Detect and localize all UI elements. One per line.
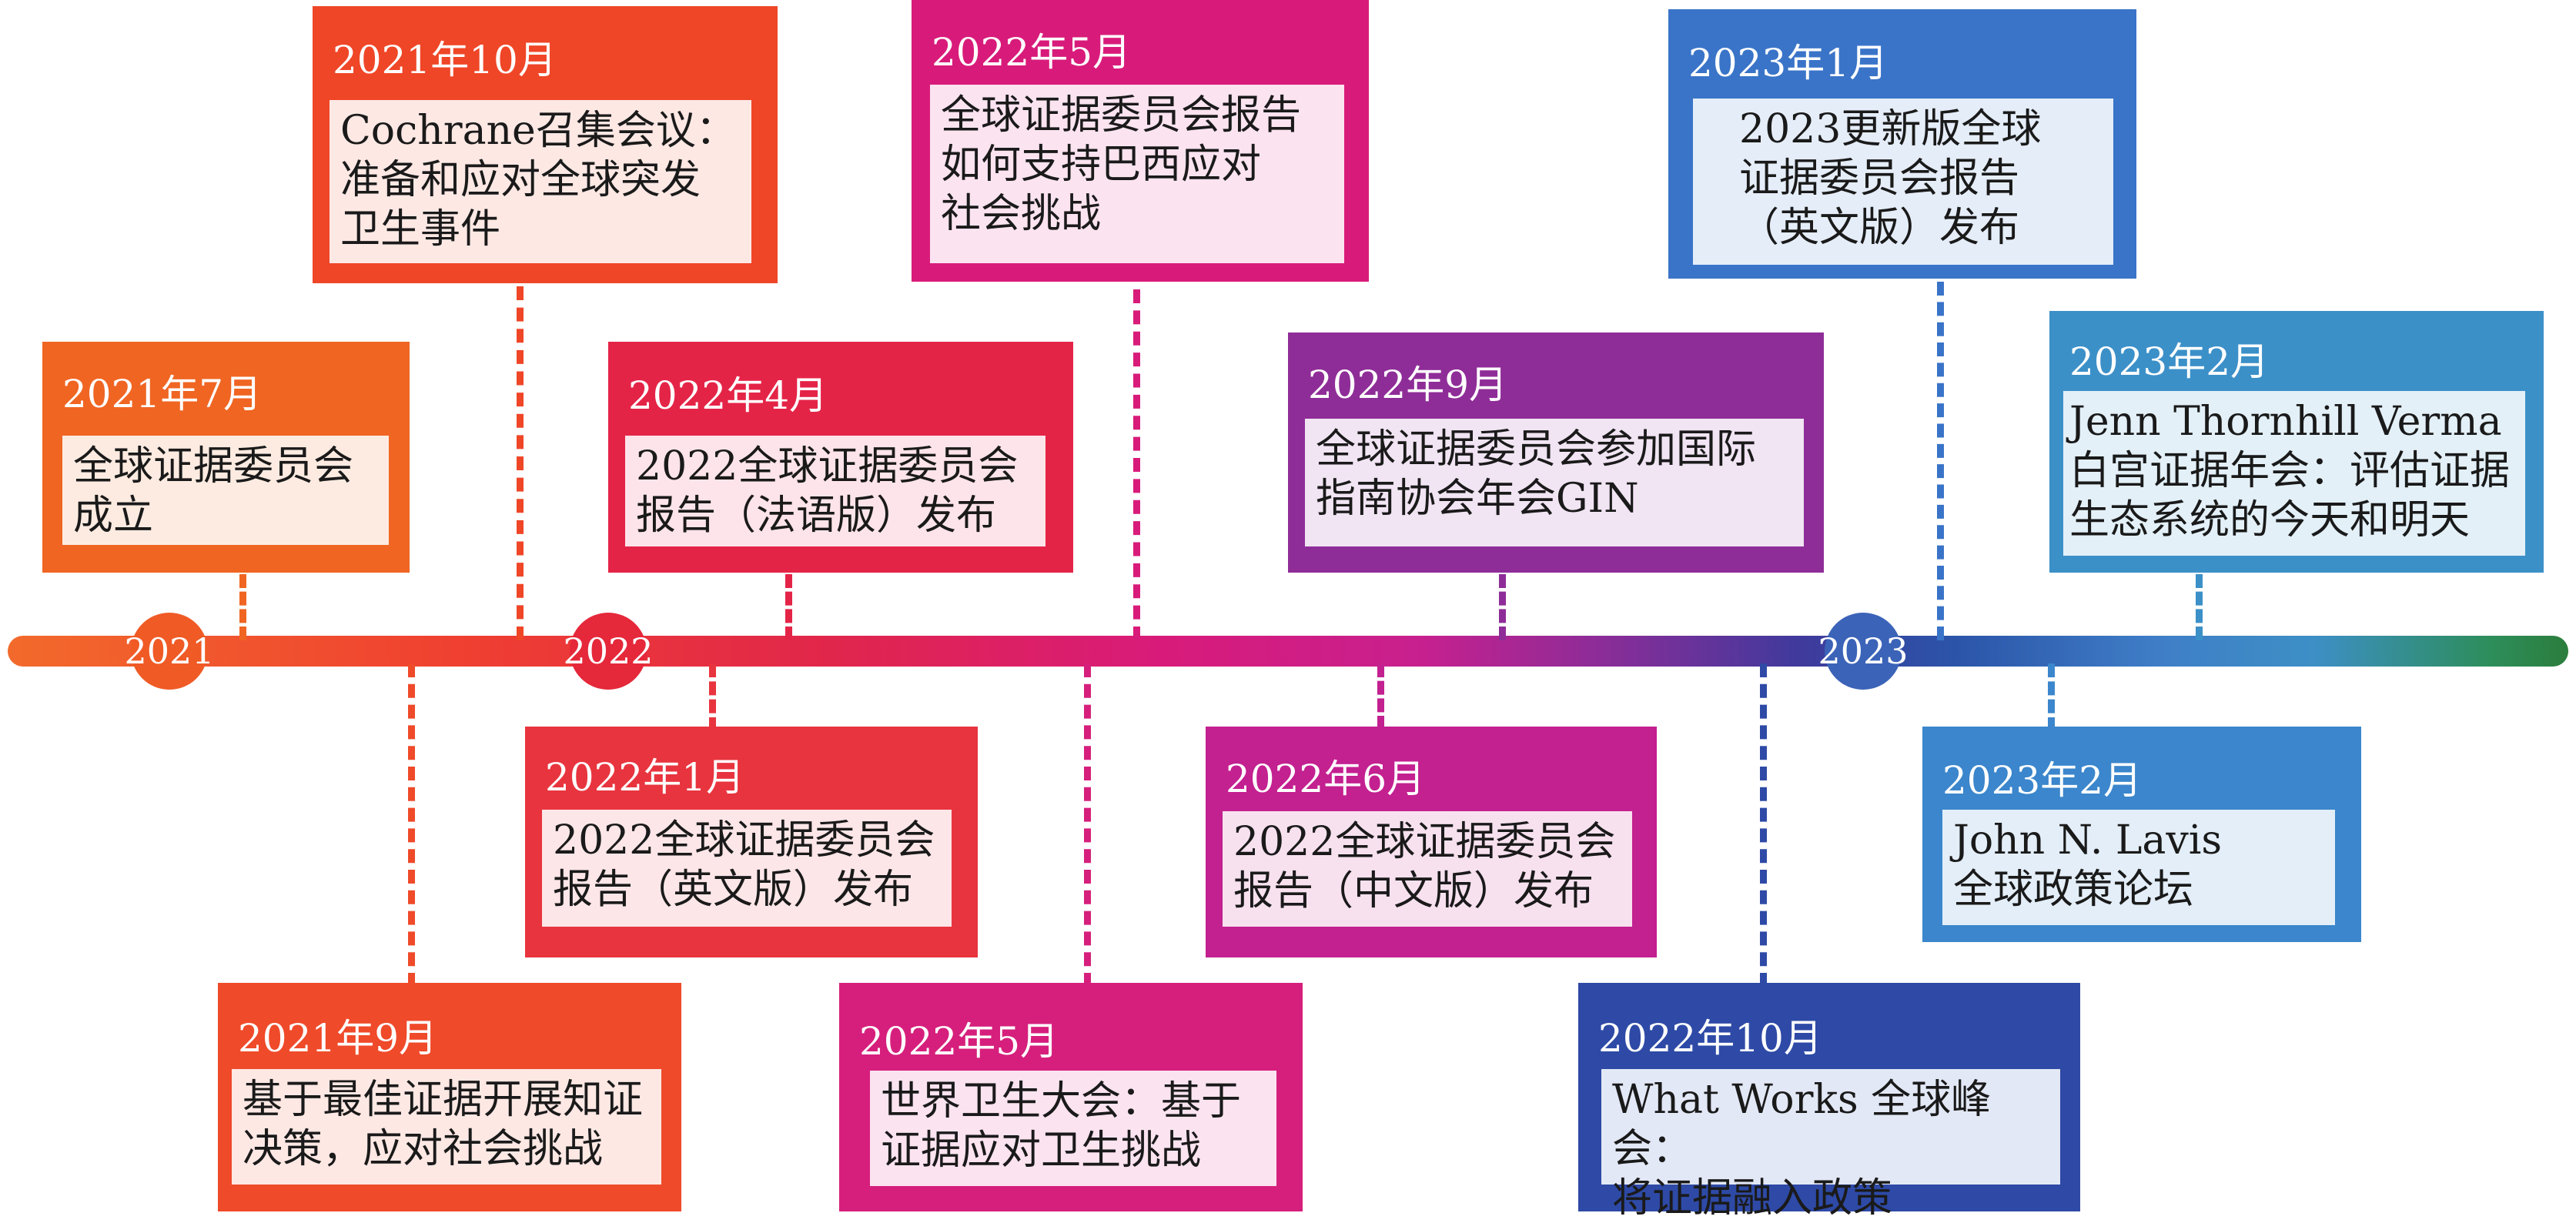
connector-e5 (785, 574, 792, 640)
event-date: 2022年10月 (1598, 1016, 1822, 1061)
connector-e10 (1760, 663, 1767, 987)
connector-e6 (1133, 289, 1140, 640)
event-card-2022-05-brazil: 2022年5月 全球证据委员会报告 如何支持巴西应对 社会挑战 (912, 0, 1369, 282)
event-description: Jenn Thornhill Verma 白宫证据年会：评估证据 生态系统的今天… (2063, 391, 2525, 556)
event-date: 2021年9月 (238, 1016, 438, 1061)
connector-e13 (2196, 574, 2203, 640)
connector-e11 (1937, 282, 1944, 640)
event-date: 2023年2月 (1942, 758, 2143, 803)
connector-e8 (1377, 663, 1384, 730)
event-date: 2022年1月 (545, 755, 745, 800)
event-card-2022-09: 2022年9月 全球证据委员会参加国际 指南协会年会GIN (1288, 332, 1824, 573)
connector-e4 (709, 663, 716, 731)
event-card-2022-01: 2022年1月 2022全球证据委员会 报告（英文版）发布 (525, 727, 978, 957)
event-date: 2021年10月 (333, 38, 557, 82)
event-card-2023-02-verma: 2023年2月 Jenn Thornhill Verma 白宫证据年会：评估证据… (2049, 311, 2544, 573)
connector-e9 (1499, 574, 1506, 640)
event-card-2021-09: 2021年9月 基于最佳证据开展知证 决策，应对社会挑战 (218, 983, 681, 1211)
event-description: 基于最佳证据开展知证 决策，应对社会挑战 (232, 1069, 661, 1185)
event-card-2022-05-wha: 2022年5月 世界卫生大会：基于 证据应对卫生挑战 (839, 983, 1303, 1211)
connector-e2 (517, 286, 524, 640)
event-description: 世界卫生大会：基于 证据应对卫生挑战 (870, 1071, 1276, 1186)
timeline-bar (8, 636, 2568, 667)
event-description: 全球证据委员会 成立 (62, 436, 389, 545)
event-description: 2022全球证据委员会 报告（法语版）发布 (625, 436, 1045, 546)
event-description: Cochrane召集会议： 准备和应对全球突发 卫生事件 (330, 100, 751, 263)
event-card-2023-02-lavis: 2023年2月 John N. Lavis 全球政策论坛 (1922, 727, 2361, 942)
event-date: 2023年1月 (1688, 41, 1889, 85)
year-marker-2022: 2022 (563, 613, 654, 690)
event-card-2021-07: 2021年7月 全球证据委员会 成立 (42, 342, 410, 573)
event-description: 全球证据委员会参加国际 指南协会年会GIN (1305, 419, 1804, 546)
connector-e12 (2048, 663, 2055, 731)
event-date: 2022年4月 (628, 373, 828, 418)
event-date: 2022年5月 (932, 30, 1132, 75)
event-card-2022-06: 2022年6月 2022全球证据委员会 报告（中文版）发布 (1206, 727, 1657, 957)
event-card-2022-10: 2022年10月 What Works 全球峰会： 将证据融入政策 (1578, 983, 2080, 1221)
event-date: 2022年6月 (1226, 757, 1426, 801)
year-marker-2023: 2023 (1818, 613, 1909, 690)
connector-e3 (408, 663, 415, 987)
year-marker-2021: 2021 (124, 613, 215, 690)
connector-e1 (239, 574, 246, 640)
event-date: 2021年7月 (62, 372, 263, 416)
event-description: John N. Lavis 全球政策论坛 (1942, 810, 2335, 925)
event-card-2021-10: 2021年10月 Cochrane召集会议： 准备和应对全球突发 卫生事件 (313, 6, 778, 283)
event-card-2023-01: 2023年1月 2023更新版全球 证据委员会报告 （英文版）发布 (1668, 9, 2136, 279)
event-description: What Works 全球峰会： 将证据融入政策 (1601, 1069, 2060, 1221)
event-date: 2022年5月 (859, 1019, 1059, 1064)
event-card-2022-04: 2022年4月 2022全球证据委员会 报告（法语版）发布 (608, 342, 1073, 573)
event-date: 2022年9月 (1308, 363, 1508, 407)
event-date: 2023年2月 (2069, 339, 2270, 384)
event-description: 全球证据委员会报告 如何支持巴西应对 社会挑战 (930, 85, 1344, 263)
connector-e7 (1084, 663, 1091, 987)
event-description: 2022全球证据委员会 报告（英文版）发布 (542, 810, 952, 927)
event-description: 2022全球证据委员会 报告（中文版）发布 (1223, 811, 1632, 927)
event-description: 2023更新版全球 证据委员会报告 （英文版）发布 (1693, 99, 2113, 265)
